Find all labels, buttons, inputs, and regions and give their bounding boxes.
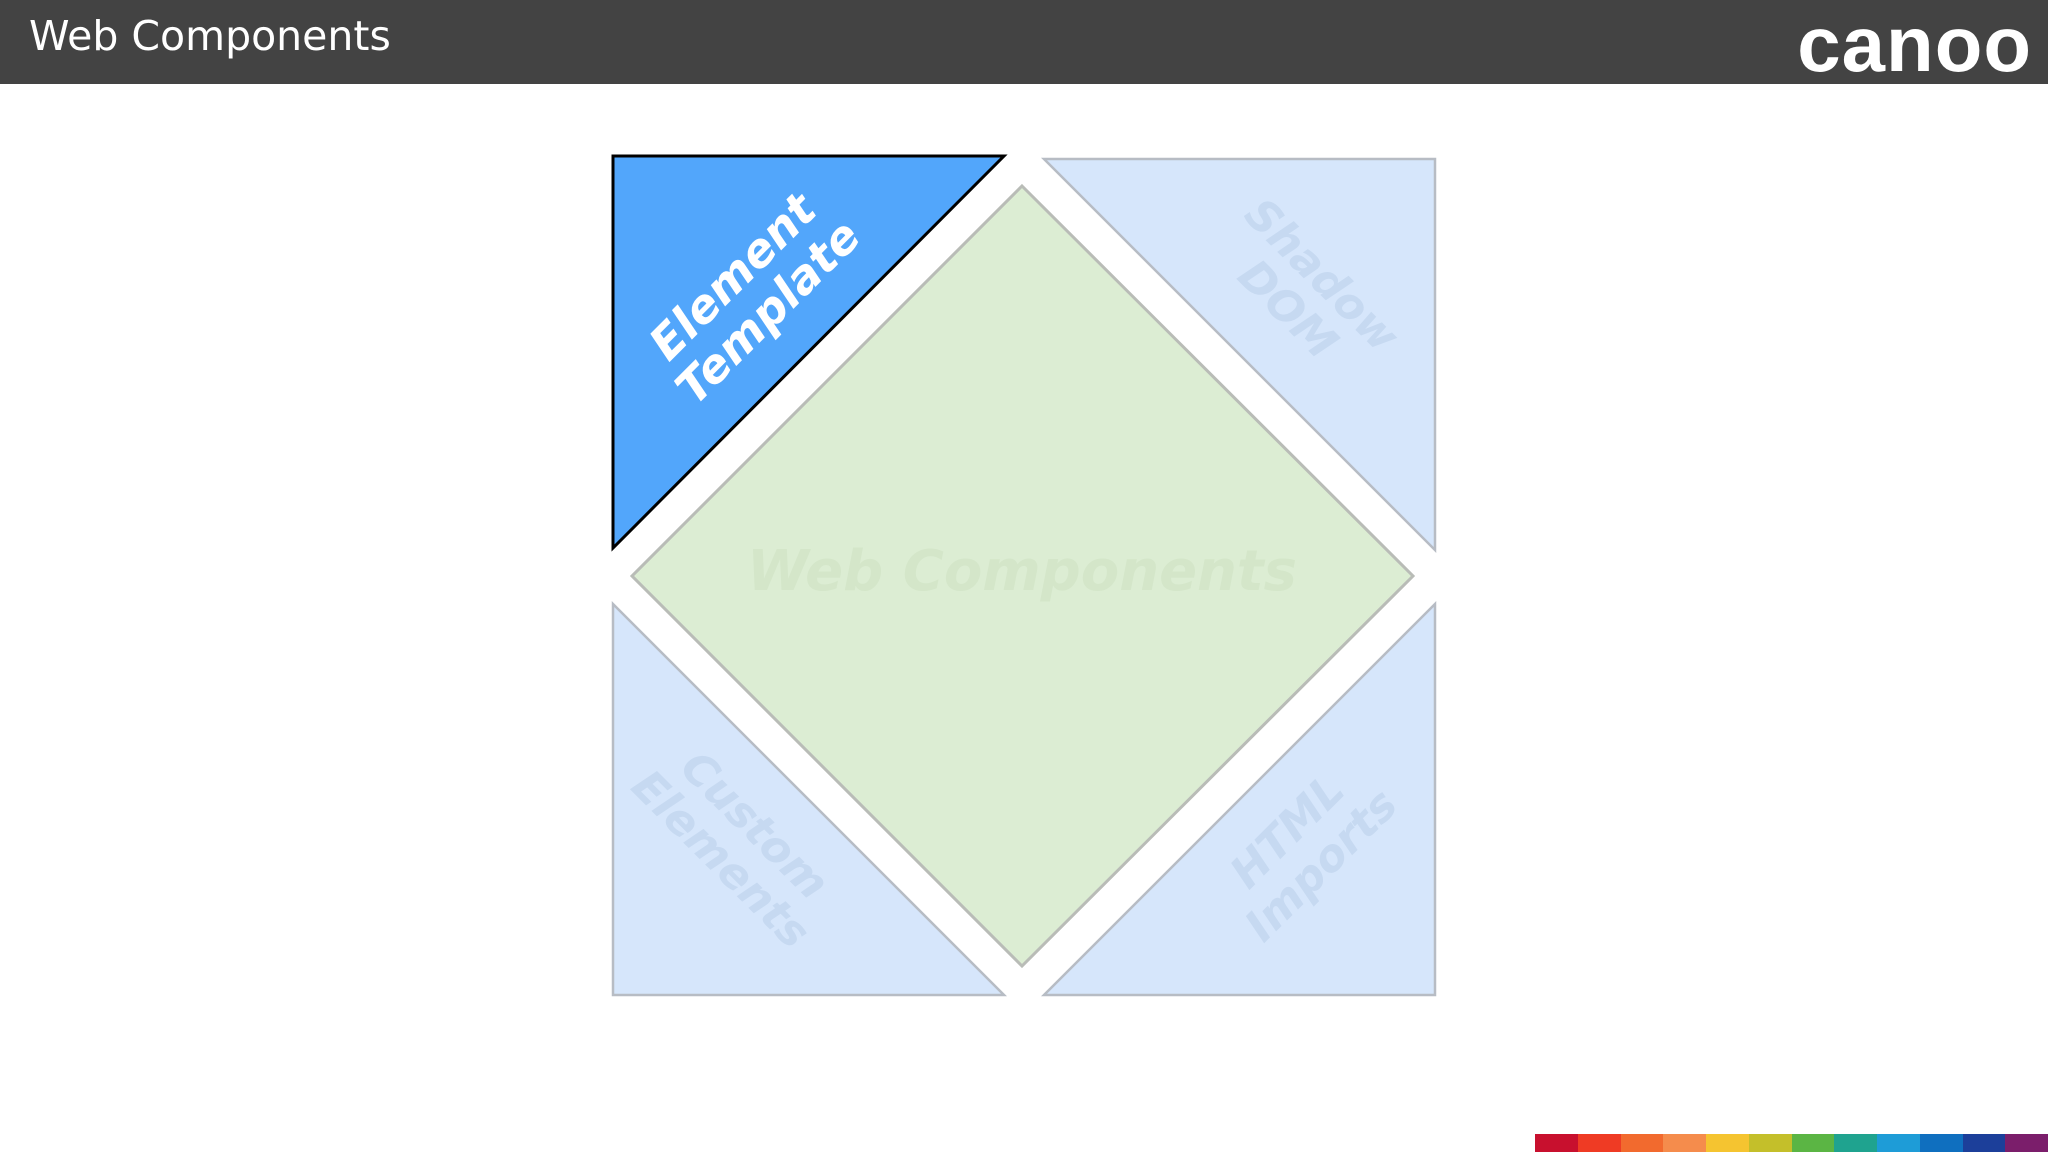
stripe-swatch bbox=[1962, 1134, 2006, 1152]
stripe-swatch bbox=[1834, 1134, 1877, 1152]
stripe-swatch bbox=[1620, 1134, 1664, 1152]
web-components-diamond bbox=[629, 183, 1416, 969]
shadow-dom-piece bbox=[1040, 157, 1437, 554]
stripe-swatch bbox=[1919, 1134, 1963, 1152]
stripe-swatch bbox=[1706, 1134, 1749, 1152]
canoo-logo: canoo bbox=[1797, 0, 2032, 88]
stripe-swatch bbox=[1663, 1134, 1706, 1152]
stripe-swatch bbox=[2005, 1134, 2048, 1152]
brand-color-stripe bbox=[1535, 1134, 2048, 1152]
custom-elements-piece bbox=[611, 600, 1008, 997]
header-bar: Web Components canoo bbox=[0, 0, 2048, 88]
slide-title: Web Components bbox=[29, 12, 391, 60]
stripe-swatch bbox=[1791, 1134, 1835, 1152]
center-label: Web Components bbox=[747, 539, 1297, 604]
stripe-swatch bbox=[1577, 1134, 1621, 1152]
stripe-swatch bbox=[1535, 1134, 1578, 1152]
stripe-swatch bbox=[1748, 1134, 1792, 1152]
element-template-piece bbox=[611, 154, 1008, 552]
html-imports-piece bbox=[1040, 600, 1437, 997]
stripe-swatch bbox=[1877, 1134, 1920, 1152]
